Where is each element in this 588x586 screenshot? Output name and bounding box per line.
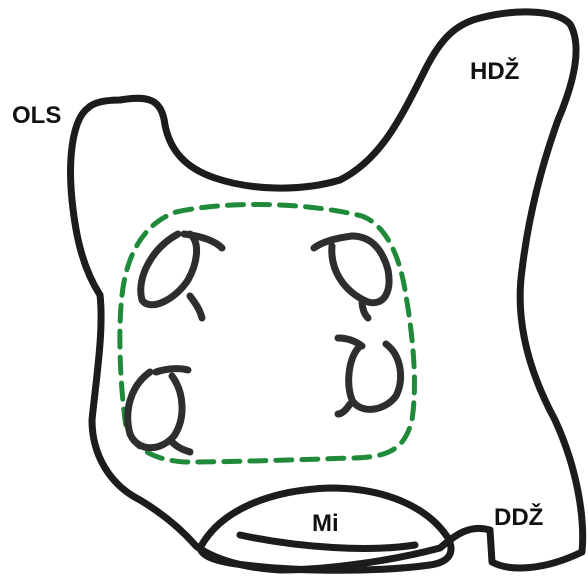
tooth-upper-left-tail <box>184 234 222 248</box>
mi-inner-line <box>240 535 415 548</box>
tooth-lower-right-tail <box>338 338 362 346</box>
tooth-lower-left-tail-lower <box>172 442 190 452</box>
tooth-lower-right-shape <box>349 344 401 409</box>
tooth-lower-left-tail <box>156 369 188 372</box>
tooth-lower-left-shape <box>128 372 182 448</box>
tooth-lower-left <box>128 369 190 452</box>
tooth-lower-right <box>338 338 401 414</box>
tooth-upper-left <box>141 234 222 318</box>
label-hdz: HDŽ <box>470 60 519 84</box>
tooth-upper-right-shape <box>332 236 389 303</box>
label-mi: Mi <box>312 512 339 536</box>
label-ddz: DDŽ <box>494 506 543 530</box>
tooth-upper-right <box>314 236 389 318</box>
tooth-lower-right-tail-lower <box>338 404 350 414</box>
tooth-upper-left-tail-lower <box>190 296 202 318</box>
label-ols: OLS <box>12 104 61 128</box>
